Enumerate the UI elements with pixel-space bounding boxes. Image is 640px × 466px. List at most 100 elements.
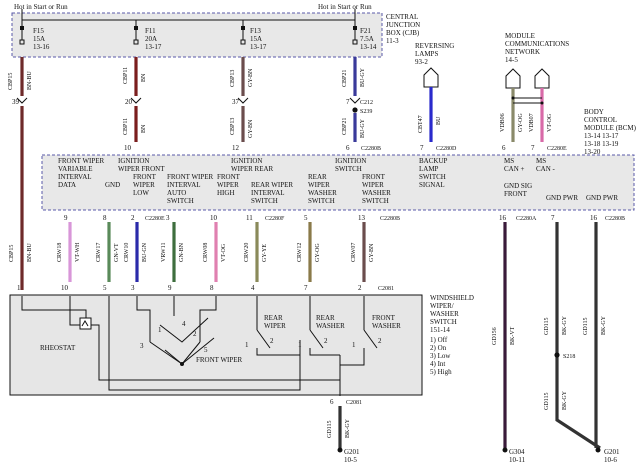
- svg-text:BACKUP: BACKUP: [419, 157, 448, 165]
- svg-text:WASHER: WASHER: [316, 322, 345, 330]
- svg-text:9: 9: [168, 284, 172, 292]
- wire-cbp21-upper: CBP21 BU-GY: [342, 57, 366, 96]
- mcn-label: MODULE COMMUNICATIONS NETWORK 14-5: [505, 32, 569, 64]
- wire-vdb07: VDB07 VT-OG 7 C2280E: [529, 88, 567, 152]
- svg-text:C2280F: C2280F: [265, 216, 285, 222]
- windshield-wiper-washer-switch: [9, 294, 423, 396]
- svg-text:1: 1: [17, 284, 21, 292]
- fuse-f21: F21 7.5A 13-14: [352, 20, 377, 51]
- svg-text:VDB07: VDB07: [529, 113, 535, 132]
- svg-text:13-20: 13-20: [584, 148, 601, 156]
- svg-text:BK-GY: BK-GY: [345, 418, 351, 438]
- gnd-wire-gd156: GD156 BK-VT: [492, 222, 516, 448]
- svg-text:GY-BN: GY-BN: [369, 243, 375, 262]
- svg-text:CRW12: CRW12: [297, 243, 303, 262]
- svg-text:BK-GY: BK-GY: [562, 315, 568, 335]
- svg-text:BODY: BODY: [584, 108, 604, 116]
- svg-text:SWITCH: SWITCH: [335, 165, 362, 173]
- svg-text:REVERSING: REVERSING: [415, 42, 454, 50]
- fuse-f15: F15 15A 13-16: [19, 20, 50, 51]
- reversing-lamps-label: REVERSING LAMPS 93-2: [415, 42, 454, 66]
- pin-39: 39: [12, 98, 20, 106]
- svg-text:CENTRAL: CENTRAL: [386, 13, 418, 21]
- svg-text:CBP15: CBP15: [9, 245, 15, 262]
- svg-text:F15: F15: [33, 27, 44, 35]
- svg-text:F11: F11: [145, 27, 156, 35]
- svg-text:GY-YE: GY-YE: [262, 244, 268, 262]
- mcn-twist: [513, 97, 542, 104]
- svg-text:2: 2: [358, 284, 362, 292]
- svg-text:GND: GND: [105, 181, 120, 189]
- svg-text:10: 10: [210, 214, 218, 222]
- svg-text:SWITCH: SWITCH: [251, 197, 278, 205]
- svg-text:FRONT: FRONT: [504, 190, 528, 198]
- hot-label-right: Hot in Start or Run: [318, 3, 372, 11]
- svg-text:CRW18: CRW18: [57, 243, 63, 262]
- fuse-f13: F13 15A 13-17: [240, 20, 267, 51]
- svg-text:6: 6: [346, 144, 350, 152]
- svg-text:CBP13: CBP13: [230, 70, 236, 87]
- svg-text:INTERVAL: INTERVAL: [58, 173, 92, 181]
- svg-text:MS: MS: [504, 157, 514, 165]
- cjb-feed-lines: [21, 9, 356, 20]
- svg-text:IGNITION: IGNITION: [335, 157, 367, 165]
- svg-text:IGNITION: IGNITION: [118, 157, 150, 165]
- svg-text:2: 2: [378, 337, 382, 345]
- svg-text:GY-OG: GY-OG: [518, 113, 524, 132]
- svg-text:11: 11: [246, 214, 253, 222]
- fuse-f11: F11 20A 13-17: [133, 20, 162, 51]
- mcn-connector-right: [534, 68, 550, 89]
- svg-text:WIPER: WIPER: [217, 181, 239, 189]
- svg-text:3) Low: 3) Low: [430, 352, 451, 360]
- svg-text:6: 6: [502, 144, 506, 152]
- svg-text:C2081: C2081: [346, 400, 362, 406]
- svg-text:SWITCH: SWITCH: [308, 197, 335, 205]
- svg-text:FRONT WIPER: FRONT WIPER: [167, 173, 214, 181]
- svg-text:5) High: 5) High: [430, 368, 452, 376]
- svg-text:C2280E: C2280E: [547, 146, 567, 152]
- svg-text:INTERVAL: INTERVAL: [167, 181, 201, 189]
- svg-text:REAR WIPER: REAR WIPER: [251, 181, 293, 189]
- svg-text:SWITCH: SWITCH: [419, 173, 446, 181]
- svg-text:10-11: 10-11: [509, 456, 526, 464]
- svg-text:2: 2: [270, 337, 274, 345]
- svg-text:VT-OG: VT-OG: [221, 243, 227, 262]
- svg-text:9: 9: [64, 214, 68, 222]
- svg-text:11-3: 11-3: [386, 37, 399, 45]
- svg-text:1: 1: [298, 341, 302, 349]
- svg-text:VDB06: VDB06: [500, 113, 506, 132]
- svg-text:5: 5: [103, 284, 107, 292]
- svg-text:WIPER: WIPER: [133, 181, 155, 189]
- svg-text:NETWORK: NETWORK: [505, 48, 540, 56]
- svg-text:CRW07: CRW07: [351, 243, 357, 262]
- gnd-wire-gd115-a: GD115 BK-GY GD115 BK-GY: [544, 222, 601, 450]
- connector-c212: C212: [360, 100, 373, 106]
- svg-text:BN-BU: BN-BU: [27, 71, 33, 90]
- pin-37: 37: [232, 98, 240, 106]
- svg-text:REAR: REAR: [316, 314, 335, 322]
- svg-text:BU-GN: BU-GN: [142, 242, 148, 262]
- svg-text:SWITCH: SWITCH: [362, 197, 389, 205]
- mcn-connector-left: [505, 68, 521, 89]
- svg-text:GN-BN: GN-BN: [179, 242, 185, 262]
- svg-text:CBP11: CBP11: [123, 118, 129, 135]
- svg-text:LAMPS: LAMPS: [415, 50, 438, 58]
- svg-text:2: 2: [324, 337, 328, 345]
- body-control-module: [41, 154, 635, 211]
- svg-text:G201: G201: [344, 448, 360, 456]
- pin-20: 20: [125, 98, 133, 106]
- svg-text:FRONT: FRONT: [133, 173, 157, 181]
- svg-text:3: 3: [140, 342, 144, 350]
- svg-text:INTERVAL: INTERVAL: [251, 189, 285, 197]
- svg-text:15A: 15A: [250, 35, 262, 43]
- svg-text:10: 10: [124, 144, 132, 152]
- svg-text:14-5: 14-5: [505, 56, 518, 64]
- wire-cbt47: CBT47 BU 7 C2280D: [418, 87, 457, 152]
- reversing-lamps-connector: [423, 67, 439, 88]
- svg-text:VRW11: VRW11: [161, 243, 167, 262]
- connector-chevrons-upper: [16, 97, 361, 104]
- svg-text:1: 1: [352, 341, 356, 349]
- svg-text:1: 1: [245, 341, 249, 349]
